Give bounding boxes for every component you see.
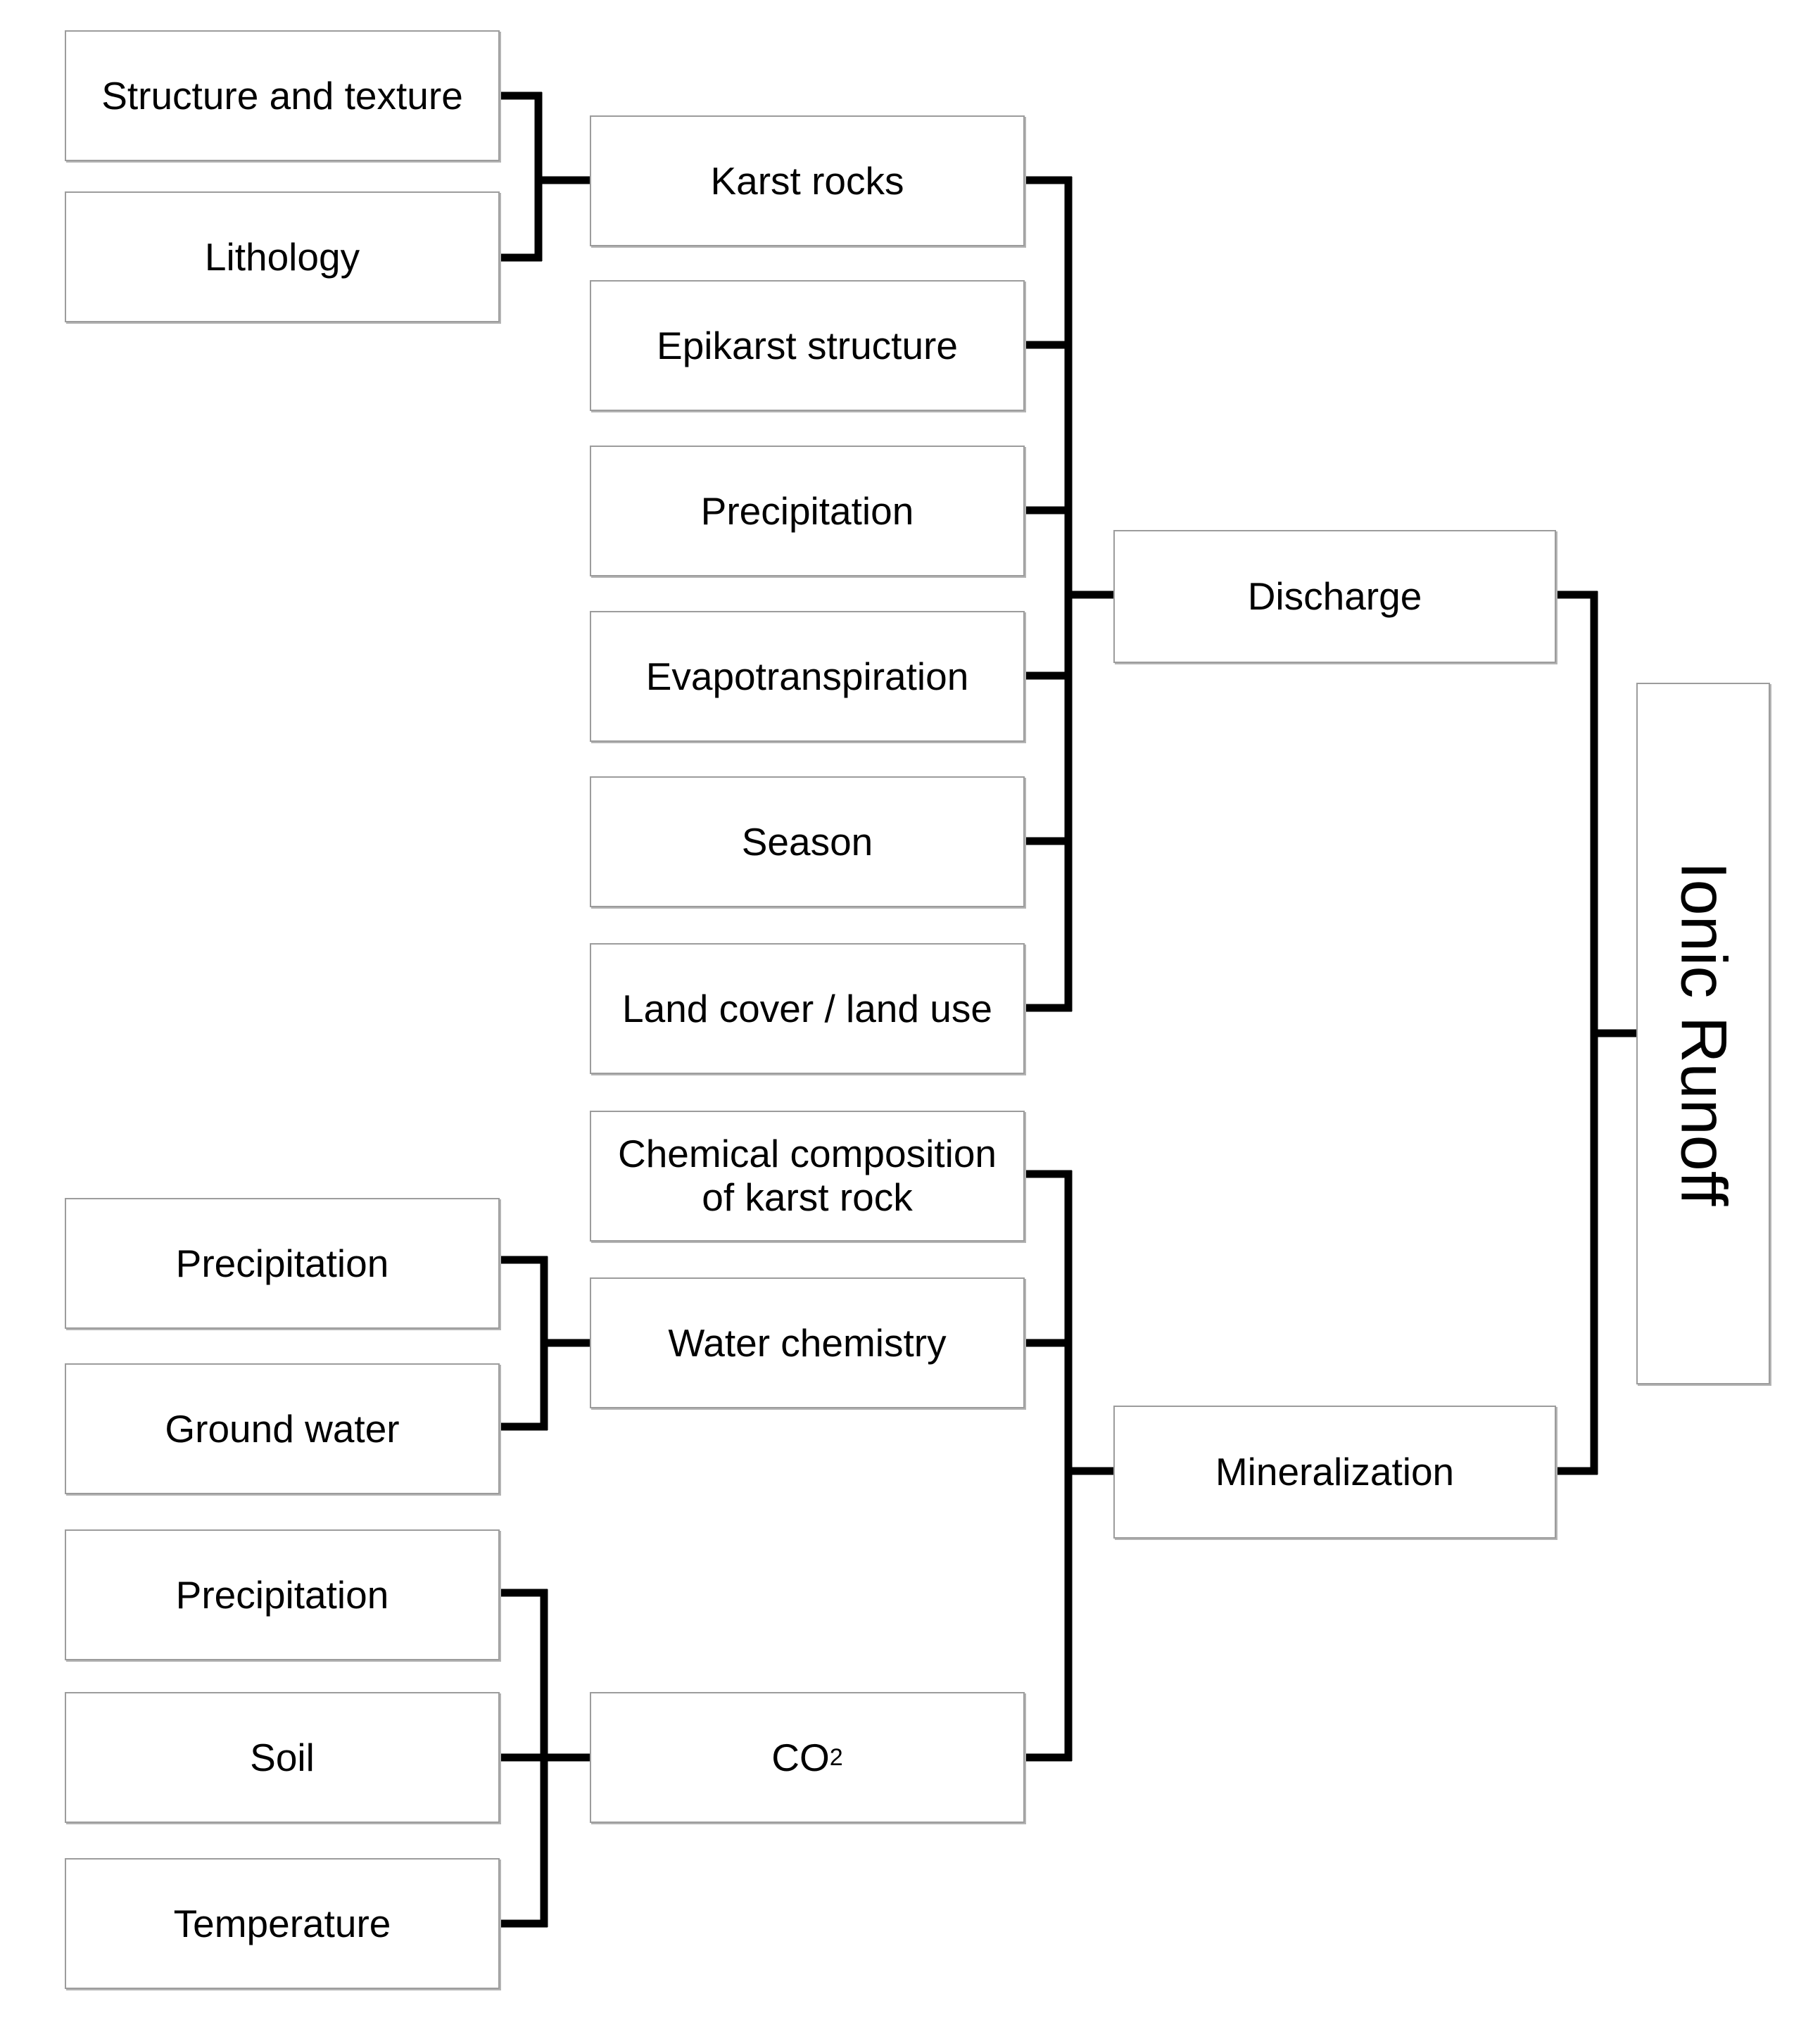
node-mineralization[interactable]: Mineralization	[1113, 1406, 1556, 1539]
node-precipitation-co2[interactable]: Precipitation	[65, 1529, 500, 1660]
node-soil[interactable]: Soil	[65, 1692, 500, 1823]
node-temperature[interactable]: Temperature	[65, 1858, 500, 1989]
node-land-cover-land-use[interactable]: Land cover / land use	[590, 943, 1025, 1074]
node-discharge[interactable]: Discharge	[1113, 530, 1556, 663]
node-evapotranspiration[interactable]: Evapotranspiration	[590, 611, 1025, 742]
node-epikarst-structure[interactable]: Epikarst structure	[590, 280, 1025, 411]
node-ground-water[interactable]: Ground water	[65, 1363, 500, 1494]
node-structure-and-texture[interactable]: Structure and texture	[65, 30, 500, 161]
node-karst-rocks[interactable]: Karst rocks	[590, 115, 1025, 246]
node-water-chemistry[interactable]: Water chemistry	[590, 1277, 1025, 1408]
node-lithology[interactable]: Lithology	[65, 191, 500, 322]
node-precipitation-discharge[interactable]: Precipitation	[590, 446, 1025, 576]
node-ionic-runoff[interactable]: Ionic Runoff	[1636, 683, 1770, 1384]
node-precipitation-water-chemistry[interactable]: Precipitation	[65, 1198, 500, 1329]
co2-label: CO	[771, 1735, 830, 1779]
node-chemical-composition-of-karst-rock[interactable]: Chemical composition of karst rock	[590, 1111, 1025, 1242]
node-season[interactable]: Season	[590, 776, 1025, 907]
